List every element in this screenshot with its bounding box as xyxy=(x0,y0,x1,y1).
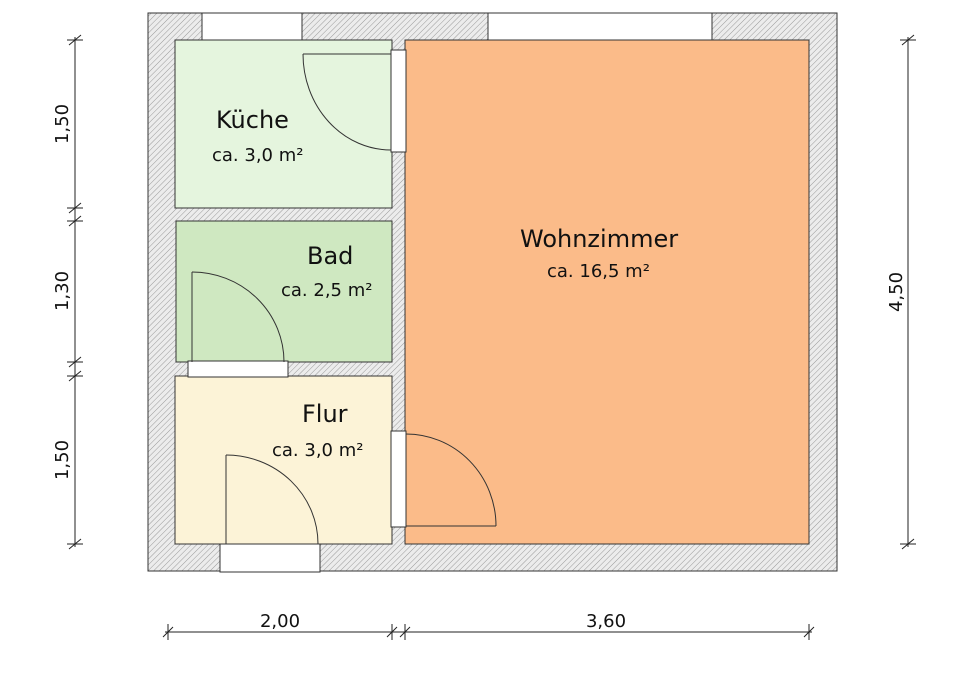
door-opening-wohnzimmer xyxy=(390,430,407,528)
room-area-wohnzimmer: ca. 16,5 m² xyxy=(547,261,650,282)
room-name-bad: Bad xyxy=(307,242,353,270)
entrance-opening xyxy=(219,543,321,573)
door-swing-kueche xyxy=(302,53,392,151)
room-area-flur: ca. 3,0 m² xyxy=(272,440,363,461)
door-opening-kueche xyxy=(390,49,407,153)
dimension-left-middle: 1,30 xyxy=(52,271,73,311)
room-flur xyxy=(174,375,393,545)
door-opening-bad xyxy=(187,360,289,378)
room-name-kueche: Küche xyxy=(216,106,289,134)
room-area-bad: ca. 2,5 m² xyxy=(281,280,372,301)
dimension-chain-bottom xyxy=(162,624,815,640)
door-swing-bad xyxy=(191,271,285,363)
room-bad xyxy=(175,220,393,363)
door-swing-wohnzimmer xyxy=(405,433,497,527)
dimension-chain-left xyxy=(67,34,83,550)
door-swing-flur xyxy=(225,454,319,545)
dimension-chain-right xyxy=(900,34,916,550)
room-name-wohnzimmer: Wohnzimmer xyxy=(520,225,678,253)
dimension-bottom-left: 2,00 xyxy=(260,611,300,632)
dimension-left-top: 1,50 xyxy=(52,104,73,144)
dimension-bottom-right: 3,60 xyxy=(586,611,626,632)
window-top-left xyxy=(201,12,303,41)
room-kueche xyxy=(174,39,393,209)
room-area-kueche: ca. 3,0 m² xyxy=(212,145,303,166)
window-top-right xyxy=(487,12,713,41)
room-wohnzimmer xyxy=(404,39,810,545)
dimension-right-total: 4,50 xyxy=(886,272,907,312)
room-name-flur: Flur xyxy=(302,400,348,428)
dimension-left-bottom: 1,50 xyxy=(52,440,73,480)
